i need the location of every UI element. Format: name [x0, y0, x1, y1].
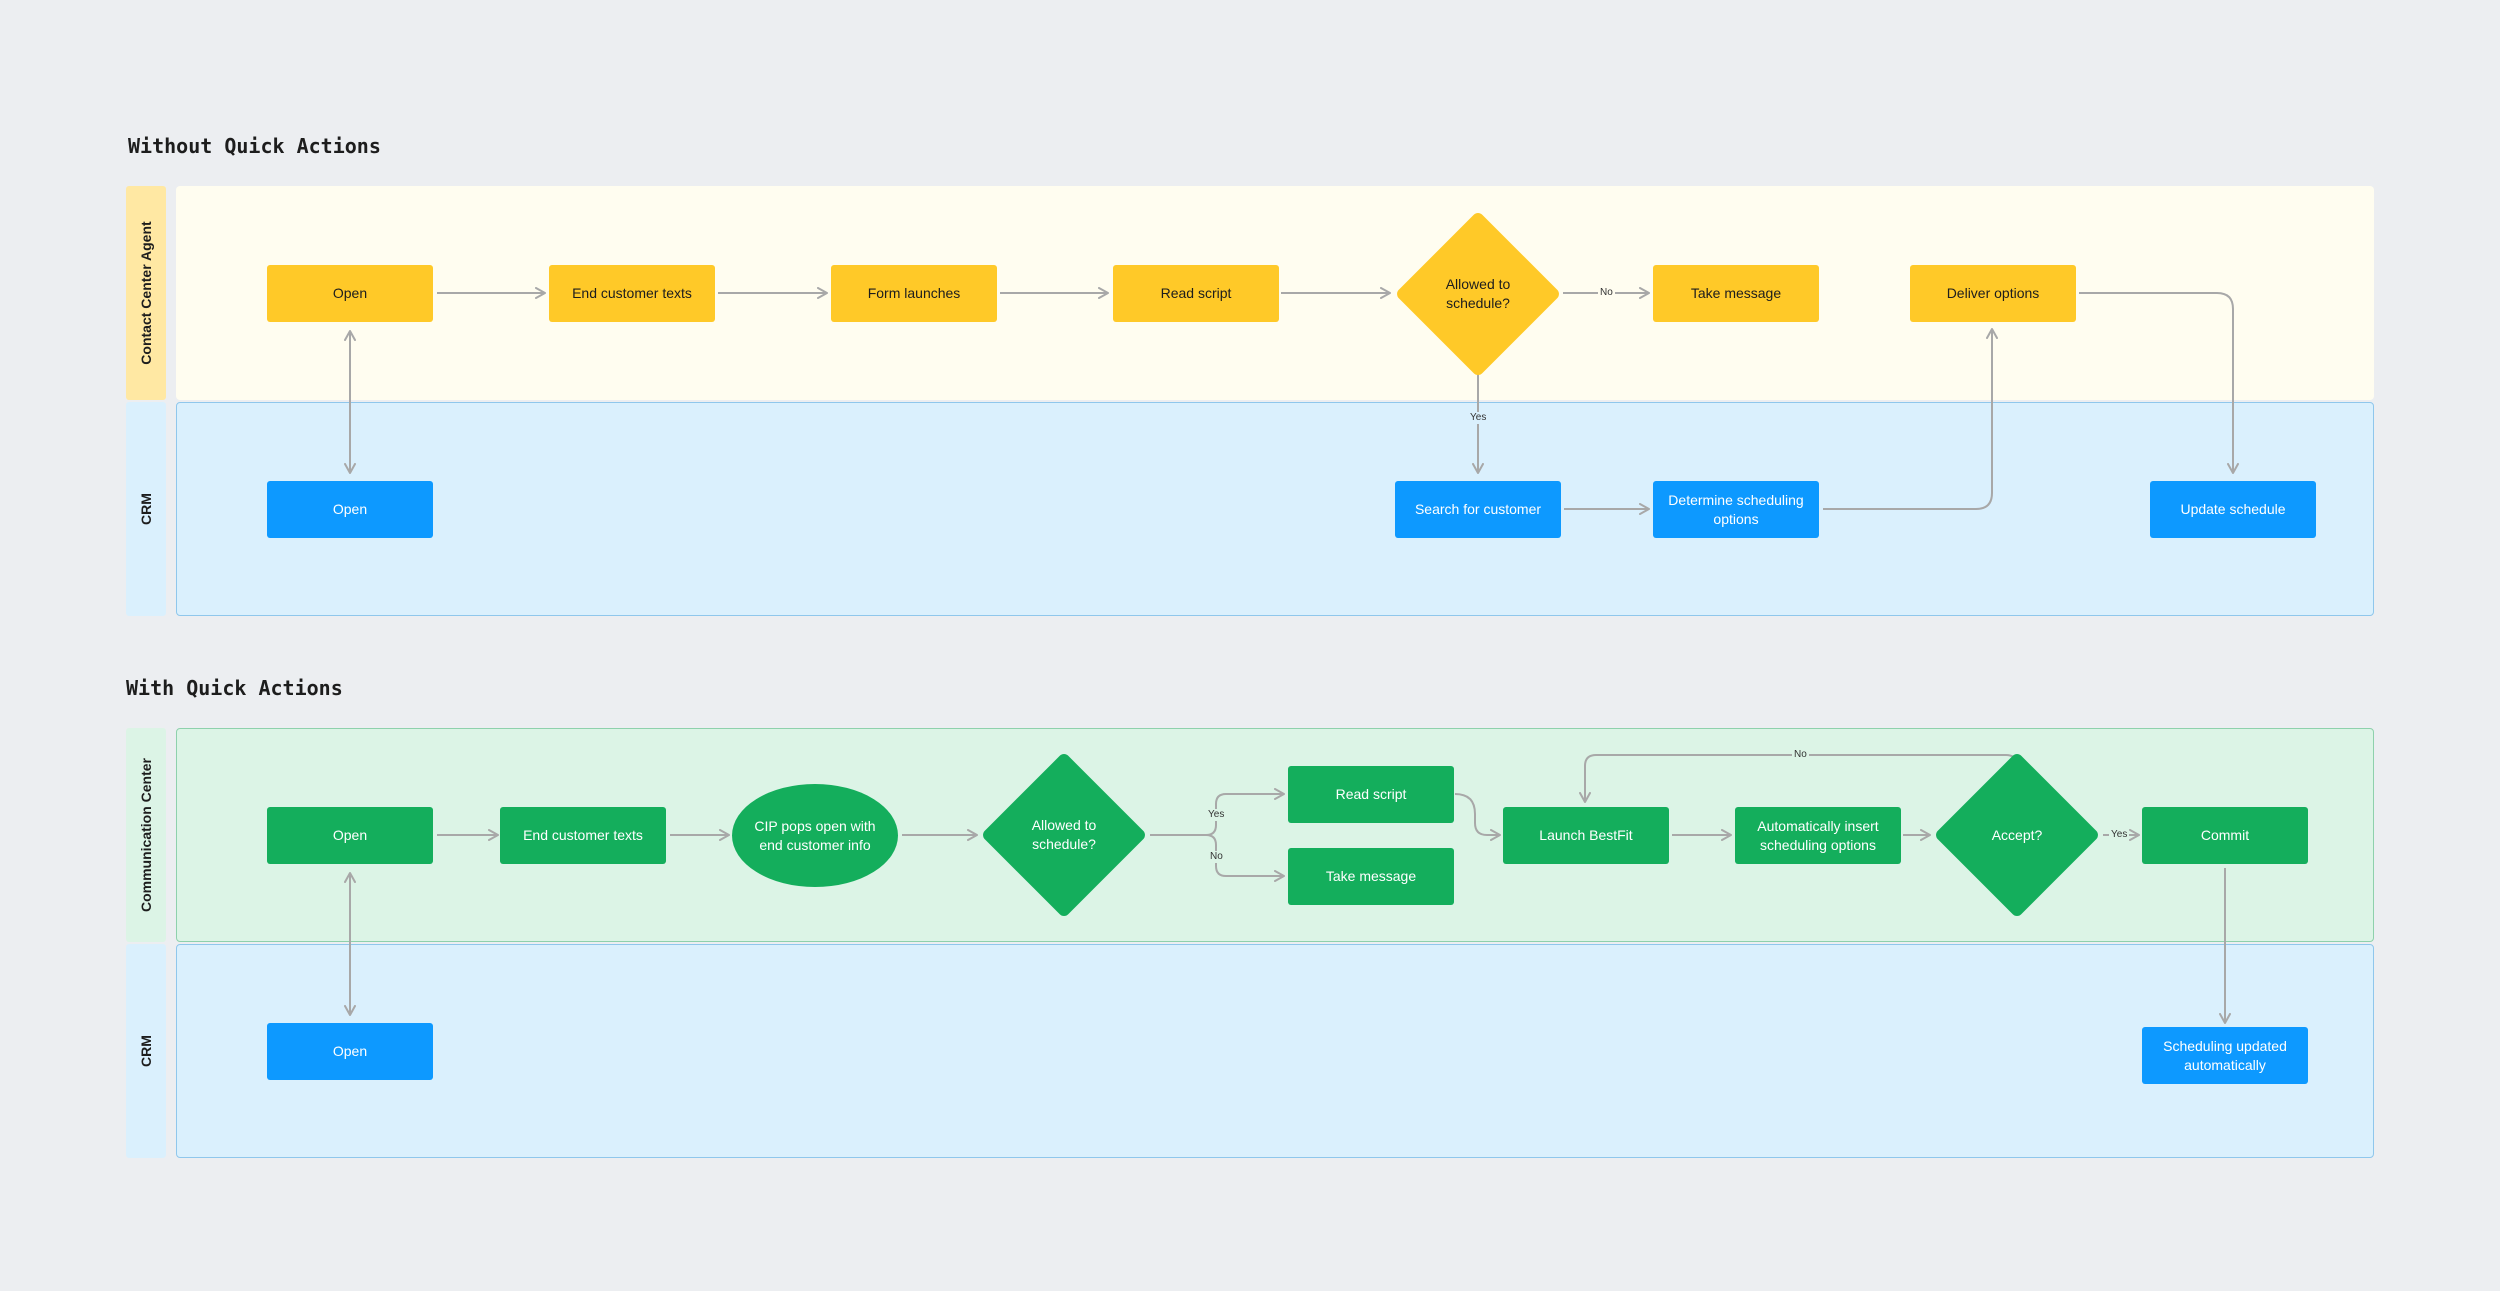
swimlane-crm-2: [176, 944, 2374, 1158]
node-take-message-2[interactable]: Take message: [1288, 848, 1454, 905]
node-end-customer-texts-2[interactable]: End customer texts: [500, 807, 666, 864]
node-accept[interactable]: Accept?: [1933, 751, 2101, 919]
edge-label-no-1: No: [1598, 287, 1615, 299]
node-open-2[interactable]: Open: [267, 807, 433, 864]
node-scheduling-updated[interactable]: Scheduling updated automatically: [2142, 1027, 2308, 1084]
connector-read-script2-to-bestfit: [1454, 793, 1501, 841]
node-allowed-to-schedule[interactable]: Allowed to schedule?: [1394, 210, 1562, 378]
diamond-label: Allowed to schedule?: [1445, 276, 1511, 311]
connector-deliver-to-update: [2079, 292, 2239, 474]
edge-label-yes-2: Yes: [1206, 809, 1227, 821]
lane-tab-contact-center-agent: Contact Center Agent: [126, 186, 166, 400]
section-title-with: With Quick Actions: [126, 676, 343, 700]
node-form-launches[interactable]: Form launches: [831, 265, 997, 322]
edge-label-accept-yes: Yes: [2109, 829, 2130, 841]
node-open[interactable]: Open: [267, 265, 433, 322]
lane-tab-communication-center: Communication Center: [126, 728, 166, 942]
connector-branch-read-script: [1205, 788, 1285, 836]
node-allowed-to-schedule-2[interactable]: Allowed to schedule?: [980, 751, 1148, 919]
section-title-without: Without Quick Actions: [128, 134, 381, 158]
connector-branch-take-message: [1205, 834, 1285, 882]
edge-label-no-loop: No: [1792, 749, 1809, 761]
diamond-label: Accept?: [1991, 826, 2043, 843]
lane-tab-crm-2: CRM: [126, 944, 166, 1158]
edge-label-no-2: No: [1208, 851, 1225, 863]
node-deliver-options[interactable]: Deliver options: [1910, 265, 2076, 322]
node-read-script[interactable]: Read script: [1113, 265, 1279, 322]
edge-label-yes-1: Yes: [1468, 412, 1489, 424]
node-determine-scheduling-options[interactable]: Determine scheduling options: [1653, 481, 1819, 538]
connector-determine-to-deliver: [1823, 328, 1998, 510]
node-crm-open-2[interactable]: Open: [267, 1023, 433, 1080]
node-update-schedule[interactable]: Update schedule: [2150, 481, 2316, 538]
node-read-script-2[interactable]: Read script: [1288, 766, 1454, 823]
node-take-message[interactable]: Take message: [1653, 265, 1819, 322]
lane-tab-crm-1: CRM: [126, 402, 166, 616]
node-end-customer-texts[interactable]: End customer texts: [549, 265, 715, 322]
node-commit[interactable]: Commit: [2142, 807, 2308, 864]
swimlane-crm-1: [176, 402, 2374, 616]
node-search-for-customer[interactable]: Search for customer: [1395, 481, 1561, 538]
node-automatically-insert-options[interactable]: Automatically insert scheduling options: [1735, 807, 1901, 864]
diamond-label: Allowed to schedule?: [1031, 817, 1097, 852]
node-crm-open[interactable]: Open: [267, 481, 433, 538]
node-launch-bestfit[interactable]: Launch BestFit: [1503, 807, 1669, 864]
node-cip-pops-open[interactable]: CIP pops open with end customer info: [732, 784, 898, 887]
